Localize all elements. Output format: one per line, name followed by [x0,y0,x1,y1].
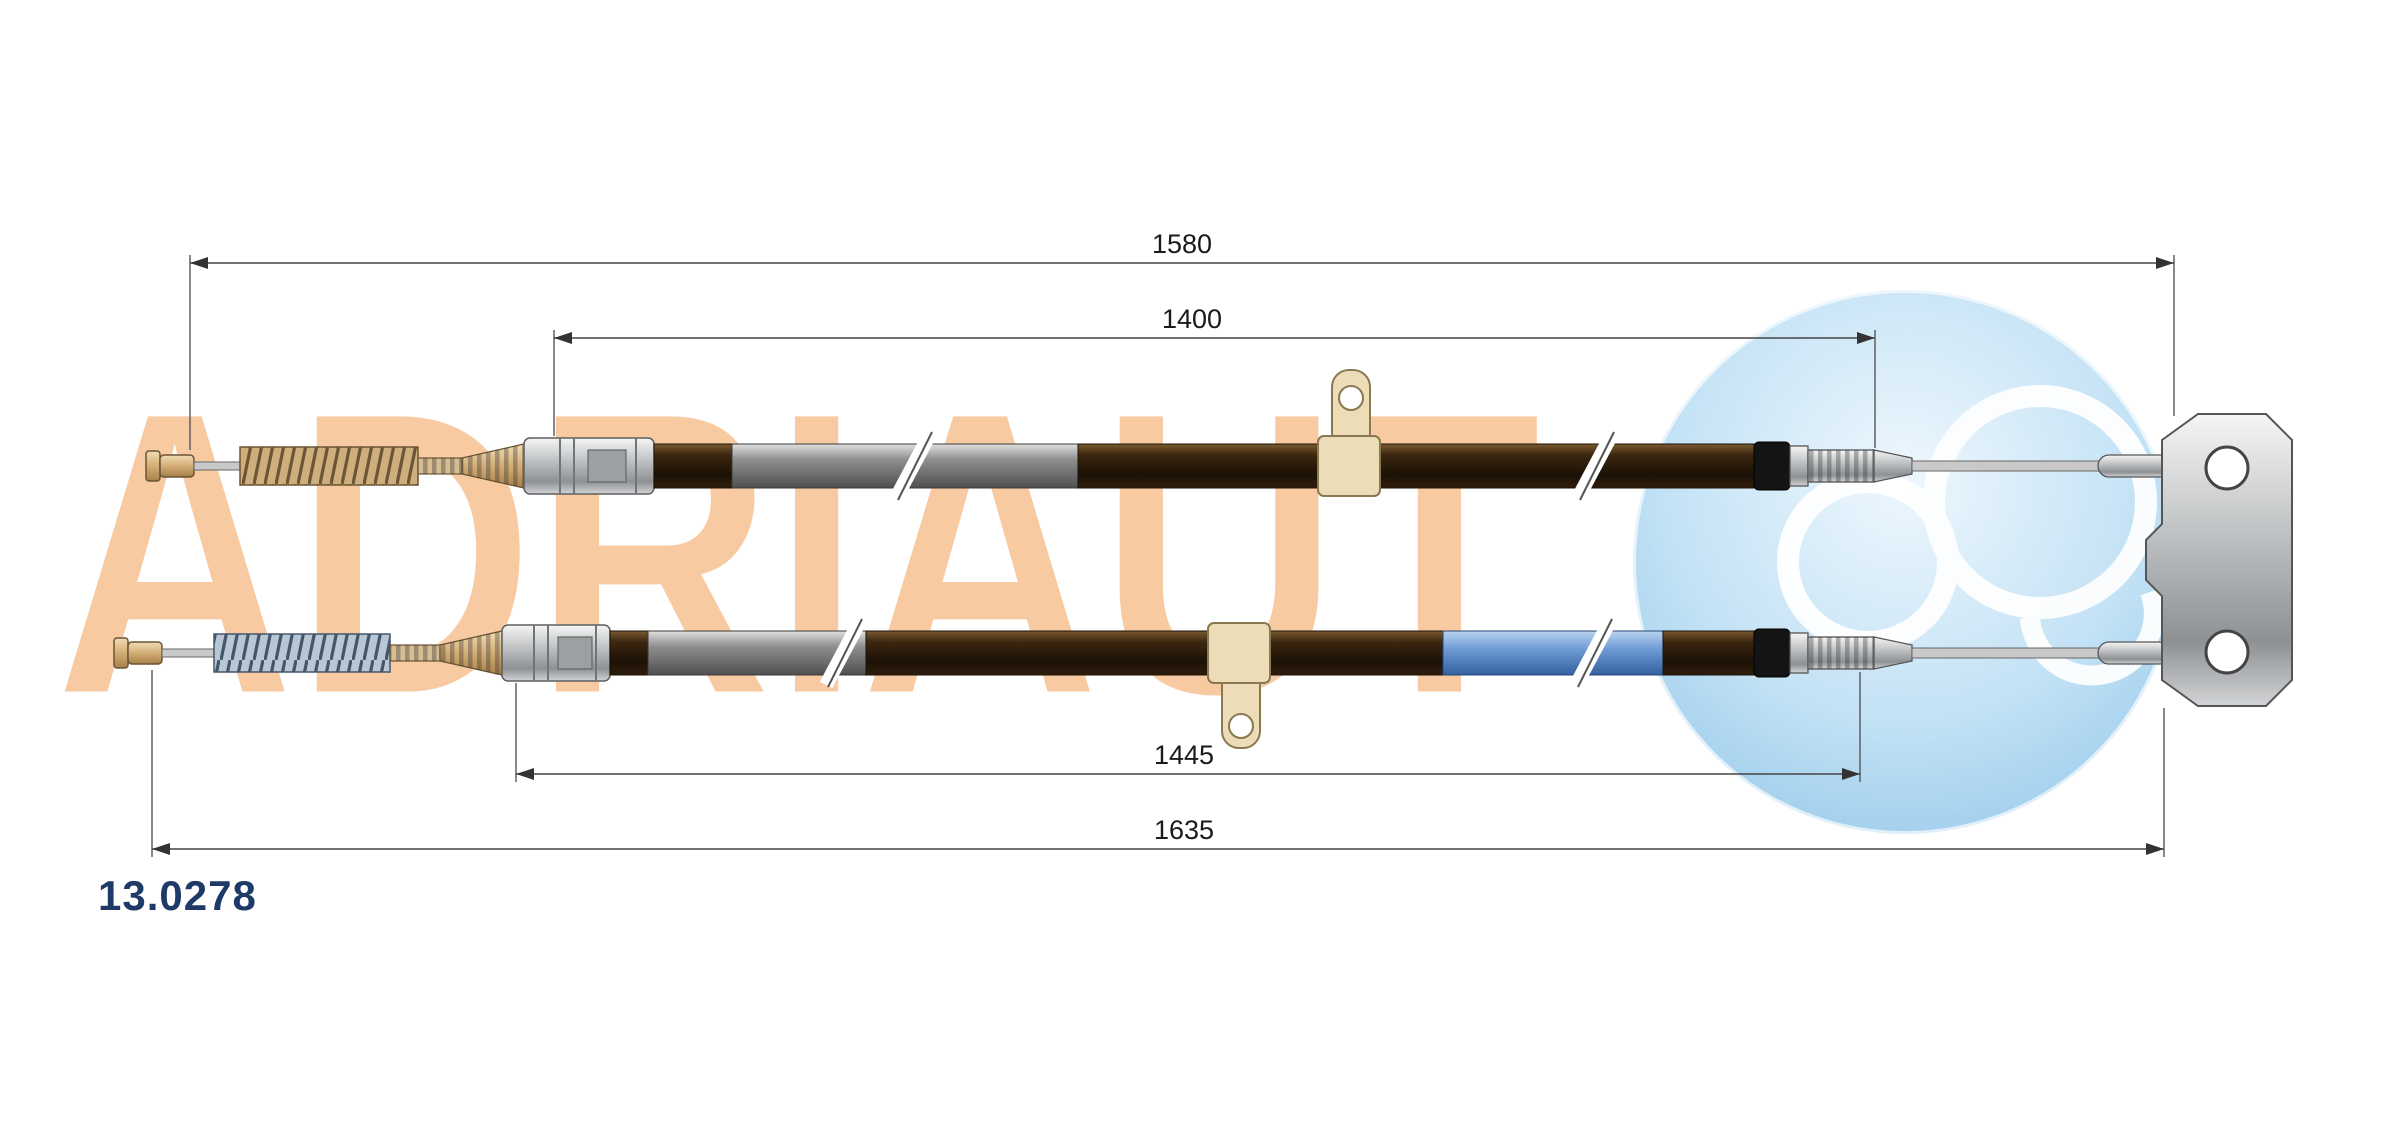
lower-adjuster-barrel [501,624,611,682]
upper-break-mark-1 [889,430,937,502]
lower-return-spring [213,633,391,673]
upper-break-mark-2 [1571,430,1619,502]
arrowhead-left [554,332,572,344]
upper-left-end-fitting [145,450,243,482]
lower-break-mark-2 [1569,617,1617,689]
part-number: 13.0278 [98,872,257,919]
dimension-label-1635: 1635 [1154,815,1214,845]
upper-outer-sheath [653,441,1791,491]
lower-threaded-rod [389,644,441,662]
bracket-hole [1228,713,1254,739]
upper-threaded-rod [417,457,463,475]
dimension-label-1400: 1400 [1162,304,1222,334]
lower-break-mark-1 [819,617,867,689]
arrowhead-right [1857,332,1875,344]
dimension-label-1580: 1580 [1152,229,1212,259]
upper-mounting-bracket [1317,369,1381,497]
upper-right-end-fitting [1789,445,2171,487]
arrowhead-left [516,768,534,780]
lower-mounting-bracket [1207,622,1271,749]
arrowhead-left [152,843,170,855]
lower-outer-sheath [609,628,1791,678]
dimension-label-1445: 1445 [1154,740,1214,770]
upper-serrated-cone [461,443,525,489]
arrowhead-right [2156,257,2174,269]
upper-cable-assembly [145,369,2171,502]
logo-disc [1633,290,2177,834]
lower-serrated-cone [439,630,503,676]
brand-logo-circle [1630,287,2180,837]
lower-left-end-fitting [113,637,215,669]
plate-hole-bottom [2204,629,2250,675]
arrowhead-right [2146,843,2164,855]
dimension-upper-inner: 1400 [553,304,1876,448]
dimension-upper-outer: 1580 [189,229,2175,450]
dimension-lower-inner: 1445 [515,672,1861,782]
lower-right-end-fitting [1789,632,2171,674]
dimension-lower-outer: 1635 [151,670,2165,857]
arrowhead-left [190,257,208,269]
arrowhead-right [1842,768,1860,780]
upper-adjuster-barrel [523,437,655,495]
anchor-plate [2145,413,2293,707]
blue-protective-sleeve [1442,630,1664,676]
upper-return-spring [239,446,419,486]
lower-cable-assembly [113,617,2171,749]
plate-hole-top [2204,445,2250,491]
brand-watermark: ADRIAUT [49,324,1546,782]
bracket-hole [1338,385,1364,411]
